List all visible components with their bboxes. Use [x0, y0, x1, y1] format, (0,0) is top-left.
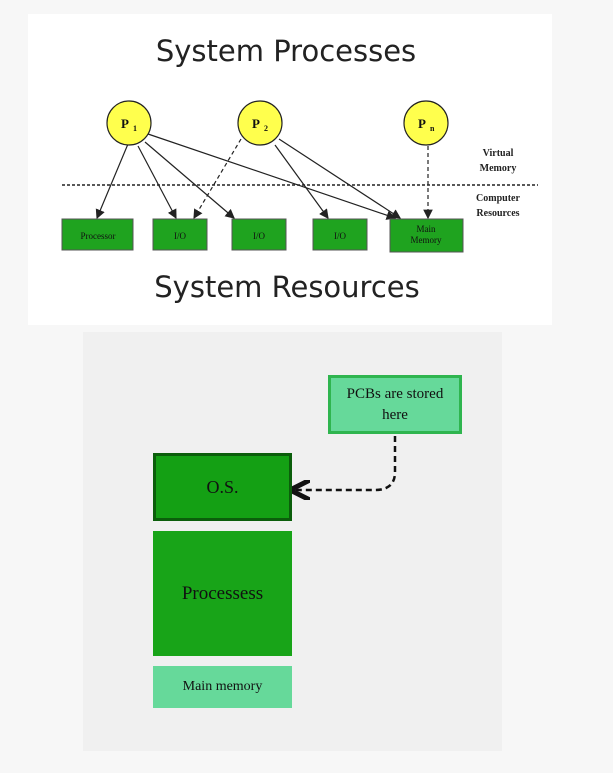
resource-label: I/O [253, 231, 265, 241]
processes-block: Processess [153, 531, 292, 656]
process-p2: P 2 [237, 100, 283, 146]
process-subscript: n [430, 124, 435, 133]
process-label: P [252, 116, 260, 131]
process-label: P [418, 116, 426, 131]
process-subscript: 2 [264, 124, 268, 133]
process-circle [403, 100, 449, 146]
pcb-pointer-arrow [83, 436, 397, 751]
process-circle [237, 100, 283, 146]
resource-label: I/O [334, 231, 346, 241]
pcb-note-box: PCBs are stored here [328, 375, 462, 434]
arrow-p1-io2 [144, 141, 235, 219]
resource-box [61, 218, 134, 251]
process-resource-diagram: System Processes P 1 P 2 P n [61, 34, 538, 304]
main-memory-label: Main memory [182, 679, 263, 694]
resource-box [389, 218, 464, 253]
process-pn: P n [403, 100, 449, 146]
os-label: O.S. [206, 476, 239, 497]
dashed-arrow [295, 436, 397, 490]
computer-resources-label-line2: Resources [476, 208, 519, 219]
resource-box [231, 218, 287, 251]
resource-io-1: I/O [152, 218, 208, 251]
arrow-p2-main-memory [278, 138, 402, 219]
bottom-title: System Resources [154, 270, 419, 304]
virtual-memory-label-line1: Virtual [483, 148, 514, 159]
resource-io-2: I/O [231, 218, 287, 251]
process-circle [106, 100, 152, 146]
resource-io-3: I/O [312, 218, 368, 251]
top-diagram-panel: System Processes P 1 P 2 P n [28, 14, 552, 325]
arrow-p1-main-memory [147, 133, 397, 220]
computer-resources-label-line1: Computer [476, 193, 520, 204]
process-label: P [121, 116, 129, 131]
resource-processor: Processor [61, 218, 134, 251]
arrow-p1-processor [95, 143, 129, 220]
resource-label-line: Main [417, 224, 436, 234]
allocation-arrows [95, 133, 433, 220]
memory-layout-panel: O.S. Processess Main memory PCBs are sto… [83, 332, 502, 751]
arrow-p1-io1 [137, 145, 177, 220]
main-memory-block: Main memory [153, 666, 292, 708]
resource-label: I/O [174, 231, 186, 241]
arrow-p2-io3 [274, 144, 329, 219]
os-block: O.S. [153, 453, 292, 521]
virtual-memory-label-line2: Memory [480, 163, 517, 174]
processes-label: Processess [181, 582, 264, 604]
top-title: System Processes [156, 34, 416, 68]
process-subscript: 1 [133, 124, 137, 133]
resource-label-line: Memory [411, 235, 442, 245]
process-p1: P 1 [106, 100, 152, 146]
resource-box [312, 218, 368, 251]
resource-box [152, 218, 208, 251]
pcb-label: PCBs are stored here [346, 385, 444, 423]
resource-label: Processor [81, 231, 116, 241]
arrow-p2-io1-virtual [193, 138, 242, 220]
